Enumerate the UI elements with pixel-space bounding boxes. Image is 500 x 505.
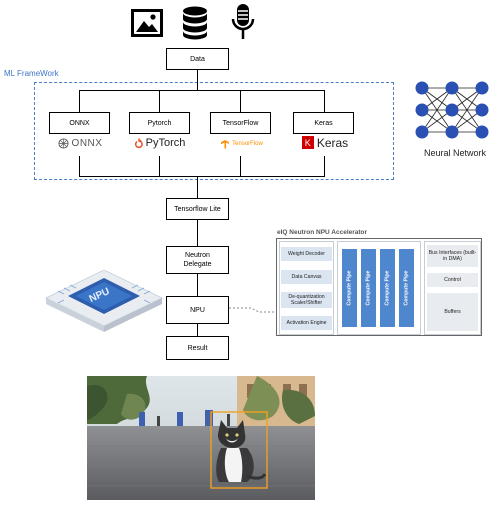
connector: [197, 274, 198, 296]
compute-pipe-2: Compute Pipe: [361, 249, 376, 327]
pytorch-flame-icon: [134, 138, 143, 148]
ml-framework-frame: [34, 82, 394, 180]
keras-k-icon: K: [301, 136, 314, 149]
onnx-logo-text: ONNX: [71, 137, 103, 149]
npu-accelerator-link: [229, 307, 275, 313]
keras-logo: K Keras: [300, 135, 350, 150]
connector: [79, 90, 324, 91]
ml-framework-title: ML FrameWork: [4, 69, 59, 78]
compute-pipe-1: Compute Pipe: [342, 249, 357, 327]
framework-tensorflow-box: TensorFlow: [210, 112, 271, 134]
connector: [197, 70, 198, 90]
accelerator-left-panel: [279, 241, 334, 335]
pytorch-logo: PyTorch: [130, 136, 190, 150]
result-box: Result: [166, 336, 229, 360]
dequantization-block: De-quantization Scaler/Shifter: [281, 292, 332, 308]
framework-keras-label: Keras: [314, 119, 333, 127]
neural-network-label: Neural Network: [424, 148, 487, 158]
framework-pytorch-label: Pytorch: [147, 119, 172, 127]
tensorflow-icon: [221, 139, 230, 149]
tensorflow-logo: TensorFlow: [217, 139, 267, 149]
keras-logo-text: Keras: [316, 135, 349, 150]
onnx-icon: [58, 137, 69, 149]
bus-interfaces-block: Bus Interfaces (built-in DMA): [427, 245, 478, 267]
tflite-label: Tensorflow Lite: [174, 205, 221, 213]
connector: [197, 176, 198, 198]
compute-pipe-panel: [337, 241, 421, 335]
connector: [79, 156, 80, 176]
connector: [79, 90, 80, 112]
delegate-label-line2: Delegate: [183, 261, 212, 268]
connector: [197, 324, 198, 336]
control-block: Control: [427, 273, 478, 287]
image-icon: [131, 9, 163, 37]
compute-pipe-2-label: Compute Pipe: [365, 270, 372, 306]
pytorch-logo-text: PyTorch: [145, 137, 186, 149]
connector: [159, 90, 160, 112]
compute-pipe-4: Compute Pipe: [399, 249, 414, 327]
compute-pipe-1-label: Compute Pipe: [346, 270, 353, 306]
framework-pytorch-box: Pytorch: [129, 112, 190, 134]
framework-tensorflow-label: TensorFlow: [222, 119, 259, 127]
delegate-label-line1: Neutron: [185, 252, 210, 259]
connector: [79, 176, 325, 177]
accelerator-frame: Weight Decoder Data Canvas De-quantizati…: [276, 238, 482, 336]
npu-chip-graphic: [44, 269, 164, 332]
data-canvas-block: Data Canvas: [281, 270, 332, 284]
microphone-icon: [231, 4, 255, 39]
compute-pipe-3-label: Compute Pipe: [384, 270, 391, 306]
buffers-block: Buffers: [427, 293, 478, 331]
compute-pipe-4-label: Compute Pipe: [403, 270, 410, 306]
accelerator-title: eIQ Neutron NPU Accelerator: [277, 229, 368, 236]
onnx-logo: ONNX: [52, 136, 108, 150]
npu-box: NPU: [166, 296, 229, 324]
activation-engine-block: Activation Engine: [281, 316, 332, 330]
connector: [197, 220, 198, 246]
connector: [240, 156, 241, 176]
tflite-box: Tensorflow Lite: [166, 198, 229, 220]
framework-onnx-box: ONNX: [49, 112, 110, 134]
connector: [240, 90, 241, 112]
npu-label: NPU: [190, 306, 205, 314]
connector: [324, 90, 325, 112]
accelerator-right-panel: [424, 241, 481, 335]
data-label: Data: [190, 55, 205, 63]
data-box: Data: [166, 48, 229, 70]
compute-pipe-3: Compute Pipe: [380, 249, 395, 327]
tensorflow-logo-text: TensorFlow: [232, 141, 263, 147]
cat-detection-photo: [87, 376, 315, 500]
delegate-box: Neutron Delegate: [166, 246, 229, 274]
neural-network-graphic: [415, 81, 489, 139]
connector: [159, 156, 160, 176]
framework-onnx-label: ONNX: [69, 119, 90, 127]
weight-decoder-block: Weight Decoder: [281, 247, 332, 261]
connector: [324, 156, 325, 176]
framework-keras-box: Keras: [293, 112, 354, 134]
database-icon: [183, 6, 207, 40]
result-label: Result: [187, 344, 208, 352]
